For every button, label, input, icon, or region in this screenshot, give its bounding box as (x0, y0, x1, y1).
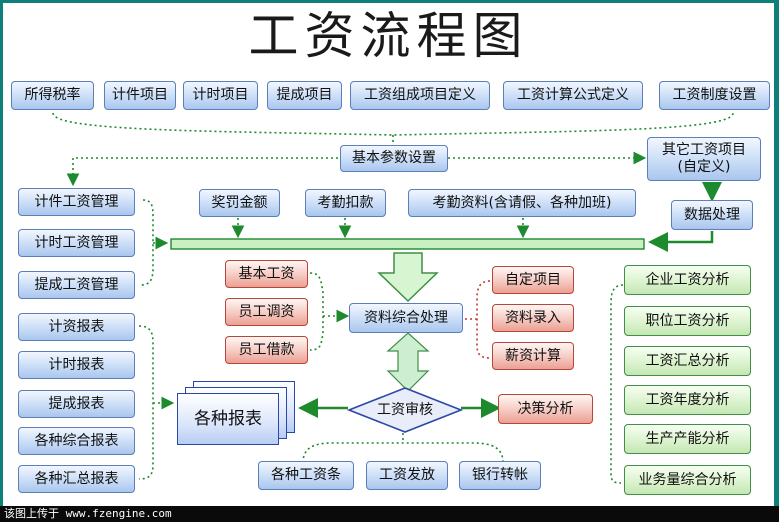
page-title: 工资流程图 (248, 7, 529, 65)
node-reward-penalty[interactable]: 奖罚金额 (199, 189, 280, 217)
node-commission-report[interactable]: 提成报表 (18, 390, 135, 418)
node-other-items-line2: (自定义) (677, 159, 731, 175)
node-data-processing[interactable]: 数据处理 (671, 200, 753, 230)
connector-top-bracket (52, 112, 734, 136)
node-attendance-deduction[interactable]: 考勤扣款 (305, 189, 386, 217)
node-base-salary[interactable]: 基本工资 (225, 260, 308, 288)
node-bank-transfer[interactable]: 银行转帐 (459, 461, 541, 490)
node-time-items[interactable]: 计时项目 (183, 81, 258, 110)
node-salary-review[interactable]: 工资审核 (377, 401, 433, 418)
node-composition-def[interactable]: 工资组成项目定义 (350, 81, 490, 110)
double-arrow (386, 332, 430, 392)
node-piece-items[interactable]: 计件项目 (104, 81, 176, 110)
node-time-mgmt[interactable]: 计时工资管理 (18, 229, 135, 257)
node-base-params[interactable]: 基本参数设置 (340, 145, 448, 172)
node-commission-items[interactable]: 提成项目 (267, 81, 342, 110)
node-summary-report[interactable]: 各种汇总报表 (18, 465, 135, 493)
data-bus-bar (170, 238, 645, 250)
connector-reports-bracket (138, 325, 154, 480)
review-diamond (346, 387, 464, 433)
connector-mgmt-bracket (140, 199, 154, 286)
node-formula-def[interactable]: 工资计算公式定义 (503, 81, 643, 110)
connector-analysis-bracket (610, 284, 624, 484)
node-data-entry[interactable]: 资料录入 (492, 304, 574, 332)
node-tax-rate[interactable]: 所得税率 (11, 81, 94, 110)
node-attendance-data[interactable]: 考勤资料(含请假、各种加班) (408, 189, 636, 217)
upload-footer: 该图上传于 www.fzengine.com (0, 506, 779, 522)
connector-base-to-left (66, 157, 338, 187)
node-payslips[interactable]: 各种工资条 (258, 461, 354, 490)
node-other-items[interactable]: 其它工资项目 (自定义) (647, 137, 761, 181)
node-payroll-release[interactable]: 工资发放 (366, 461, 448, 490)
connector-review-bottom (302, 433, 504, 464)
node-other-items-line1: 其它工资项目 (662, 142, 746, 158)
node-time-report[interactable]: 计时报表 (18, 351, 135, 379)
connector-layer (52, 112, 734, 484)
node-policy-setup[interactable]: 工资制度设置 (659, 81, 770, 110)
node-summary-analysis[interactable]: 工资汇总分析 (624, 346, 751, 376)
node-commission-mgmt[interactable]: 提成工资管理 (18, 271, 135, 299)
node-staff-loan[interactable]: 员工借款 (225, 336, 308, 364)
node-workload-analysis[interactable]: 业务量综合分析 (624, 465, 751, 495)
flowchart-canvas: 工资流程图 所得税率 计件项目 计时项目 提成项目 工资组成项目定义 工资计算公… (3, 3, 774, 506)
node-combined-report[interactable]: 各种综合报表 (18, 427, 135, 455)
connector-salary-bracket (309, 272, 324, 351)
big-down-arrow (377, 252, 439, 303)
node-staff-adjust[interactable]: 员工调资 (225, 298, 308, 326)
node-piece-report[interactable]: 计资报表 (18, 313, 135, 341)
node-enterprise-analysis[interactable]: 企业工资分析 (624, 265, 751, 295)
arrow-processing-to-bus (648, 231, 714, 252)
node-position-analysis[interactable]: 职位工资分析 (624, 306, 751, 336)
connector-custom-bracket (476, 280, 491, 359)
node-all-reports[interactable]: 各种报表 (177, 393, 279, 445)
node-decision-analysis[interactable]: 决策分析 (498, 394, 593, 424)
node-annual-analysis[interactable]: 工资年度分析 (624, 385, 751, 415)
node-capacity-analysis[interactable]: 生产产能分析 (624, 424, 751, 454)
node-piece-mgmt[interactable]: 计件工资管理 (18, 188, 135, 216)
node-data-integration[interactable]: 资料综合处理 (349, 303, 463, 333)
node-salary-calc[interactable]: 薪资计算 (492, 342, 574, 370)
node-custom-items[interactable]: 自定项目 (492, 266, 574, 294)
